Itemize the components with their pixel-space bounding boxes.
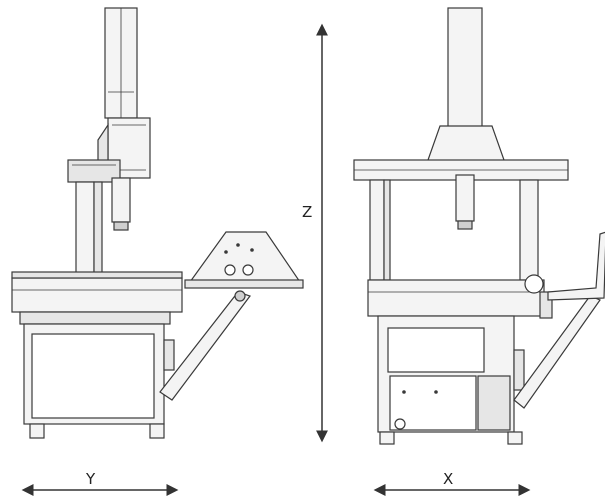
front-leg-right xyxy=(519,179,539,281)
side-tray-knob-right xyxy=(242,264,254,276)
front-probe xyxy=(455,174,475,222)
y-axis-label: Y xyxy=(85,470,96,488)
side-granite-table xyxy=(11,277,183,313)
front-monitor-tray xyxy=(547,231,605,301)
side-support-arm xyxy=(159,291,251,401)
side-probe xyxy=(111,177,131,223)
front-granite-table xyxy=(367,279,545,317)
side-tray-knob-left xyxy=(224,264,236,276)
front-leg-left xyxy=(369,179,385,281)
front-foot-right xyxy=(507,431,523,445)
front-cabinet-door xyxy=(477,375,511,431)
front-table-knob xyxy=(524,274,544,294)
side-frame xyxy=(19,311,171,325)
front-support-arm xyxy=(513,295,601,409)
side-bridge-leg xyxy=(75,181,95,279)
side-view-machine xyxy=(11,7,304,439)
side-foot-left xyxy=(29,423,45,439)
side-foot-right xyxy=(149,423,165,439)
x-axis-label: X xyxy=(443,470,453,488)
z-axis-label: Z xyxy=(302,203,312,221)
front-ram xyxy=(447,7,483,129)
front-foot-left xyxy=(379,431,395,445)
front-view-machine xyxy=(353,7,605,445)
